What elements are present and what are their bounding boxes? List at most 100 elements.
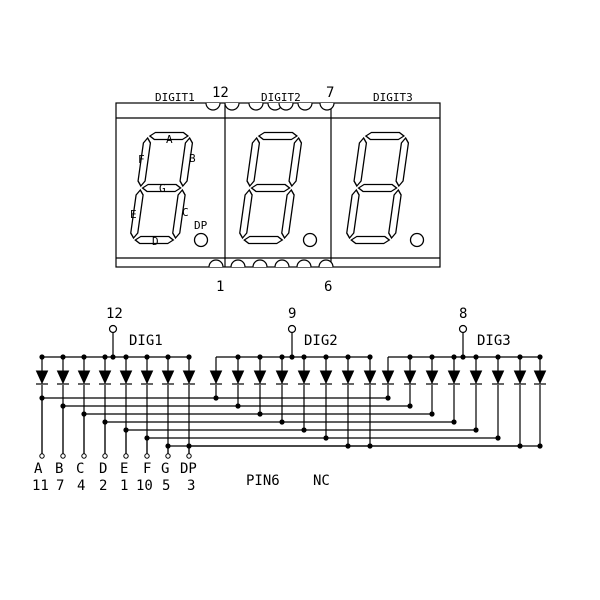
bus-junction-dot <box>517 354 523 360</box>
signal-b-pin: 7 <box>56 478 64 494</box>
signal-e-letter: E <box>120 461 128 477</box>
segment-e <box>346 188 360 240</box>
segment-a <box>257 131 299 141</box>
diode-triangle <box>77 370 91 385</box>
signal-dp-letter: DP <box>180 461 197 477</box>
segment-f-label: F <box>138 153 145 166</box>
diode-triangle <box>533 370 547 385</box>
bottom-pin-notch <box>318 259 334 268</box>
signal-dp-pin: 3 <box>187 478 195 494</box>
dig2-pin-circle <box>287 324 297 334</box>
decimal-point-1 <box>193 232 209 248</box>
segment-g <box>357 183 398 193</box>
bottom-pin-notch <box>296 259 312 268</box>
bus-junction-dot <box>367 354 373 360</box>
segment-b <box>395 136 410 188</box>
top-pin-notch <box>248 102 264 111</box>
bus-junction-dot <box>123 354 129 360</box>
diode-triangle <box>381 370 395 385</box>
signal-b-letter: B <box>55 461 63 477</box>
dig3-label: DIG3 <box>477 333 511 349</box>
top-pin-12-label: 12 <box>212 85 229 101</box>
segment-e-label: E <box>130 208 137 221</box>
segment-b <box>179 136 194 188</box>
diode-triangle <box>513 370 527 385</box>
bottom-pin-notch <box>252 259 268 268</box>
signal-pin-circle <box>144 453 150 459</box>
top-pin-7-label: 7 <box>326 85 334 101</box>
segment-d <box>350 235 391 245</box>
signal-pin-circle <box>165 453 171 459</box>
signal-f-pin: 10 <box>136 478 153 494</box>
diode-triangle <box>447 370 461 385</box>
diode-triangle <box>231 370 245 385</box>
dig3-pin-number: 8 <box>459 306 467 322</box>
bus-junction-dot <box>257 354 263 360</box>
segment-a <box>148 131 190 141</box>
segment-f <box>137 136 152 188</box>
dig1-label: DIG1 <box>129 333 163 349</box>
bus-junction-dot <box>60 354 66 360</box>
bus-junction-dot <box>451 354 457 360</box>
decimal-point-2 <box>302 232 318 248</box>
diode-triangle <box>140 370 154 385</box>
signal-f-letter: F <box>143 461 151 477</box>
digit1-label: DIGIT1 <box>155 91 195 104</box>
decimal-point-3 <box>409 232 425 248</box>
diode-triangle <box>35 370 49 385</box>
bus-junction-dot <box>407 354 413 360</box>
diode-triangle <box>119 370 133 385</box>
top-pin-notch <box>278 102 294 111</box>
segment-e <box>130 188 144 240</box>
dig2-pin-number: 9 <box>288 306 296 322</box>
top-pin-notch <box>224 102 240 111</box>
bus-junction-dot <box>144 354 150 360</box>
top-pin-notch <box>205 102 221 111</box>
digit-1-glyph <box>130 131 194 245</box>
signal-pin-circle <box>186 453 192 459</box>
nc-pin-note: PIN6 <box>246 473 280 489</box>
bottom-pin-notch <box>274 259 290 268</box>
diode-triangle <box>403 370 417 385</box>
bus-junction-dot <box>495 354 501 360</box>
nc-label: NC <box>313 473 330 489</box>
dig2-label: DIG2 <box>304 333 338 349</box>
bus-junction-dot <box>473 354 479 360</box>
dig3-pin-circle <box>458 324 468 334</box>
digit2-label: DIGIT2 <box>261 91 301 104</box>
segment-e <box>239 188 253 240</box>
signal-a-pin: 11 <box>32 478 49 494</box>
top-pin-notch <box>319 102 335 111</box>
junction-dot <box>39 354 45 360</box>
segment-c <box>172 188 186 240</box>
bus-junction-dot <box>537 354 543 360</box>
bus-junction-dot <box>235 354 241 360</box>
segment-b-label: B <box>189 152 196 165</box>
segment-c <box>281 188 295 240</box>
diode-triangle <box>319 370 333 385</box>
dig1-pin-circle <box>108 324 118 334</box>
bottom-pin-notch <box>230 259 246 268</box>
signal-pin-circle <box>81 453 87 459</box>
bus-junction-dot <box>279 354 285 360</box>
segment-d <box>243 235 284 245</box>
digit-2-glyph <box>239 131 303 245</box>
bus-junction-dot <box>429 354 435 360</box>
bus-junction-dot <box>345 354 351 360</box>
segment-a-label: A <box>166 133 173 146</box>
segment-d-label: D <box>152 235 159 248</box>
bus-junction-dot <box>165 354 171 360</box>
diode-triangle <box>253 370 267 385</box>
bus-junction-dot <box>102 354 108 360</box>
signal-a-letter: A <box>34 461 43 477</box>
signal-d-pin: 2 <box>99 478 107 494</box>
segment-c <box>388 188 402 240</box>
bottom-pin-6-label: 6 <box>324 279 332 295</box>
top-pin-notch <box>297 102 313 111</box>
segment-dp-label: DP <box>194 219 208 232</box>
dig1-pin-number: 12 <box>106 306 123 322</box>
bus-junction-dot <box>186 354 192 360</box>
signal-g-letter: G <box>161 461 169 477</box>
bottom-pin-notch <box>208 259 224 268</box>
